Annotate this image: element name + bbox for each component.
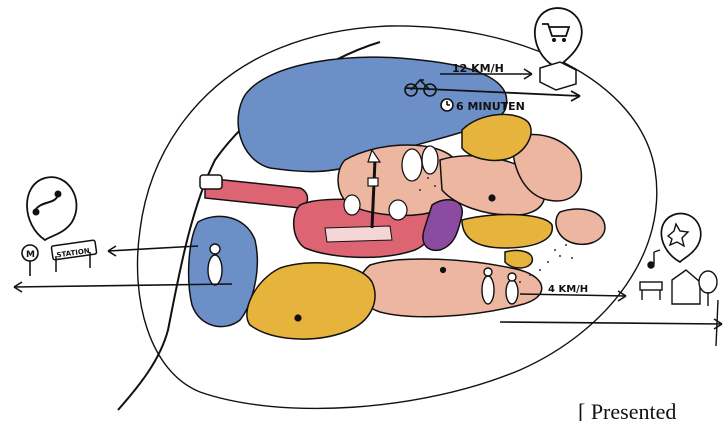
historic-wall (325, 226, 392, 242)
east-route-arrow (500, 322, 722, 324)
block-ochre-middle (462, 215, 552, 248)
train-car (200, 175, 222, 189)
pedestrian-icon (208, 244, 222, 285)
metro-icon (22, 177, 77, 276)
caption-text: [ Presented (578, 399, 676, 421)
bike-speed-label: 12 KM/H (452, 62, 504, 75)
bike-time-label: 6 MINUTEN (456, 100, 525, 113)
block-east-3 (556, 209, 605, 244)
music-note-icon (648, 250, 660, 268)
tree-icon (672, 270, 717, 306)
block-ochre-south (247, 263, 375, 339)
bench-icon (640, 282, 662, 300)
star-burst-icon (661, 214, 700, 262)
walk-speed-label: 4 KM/H (548, 284, 588, 295)
metro-letter: M (26, 250, 35, 260)
block-ochre-small (505, 250, 532, 268)
clock-icon (441, 99, 453, 111)
shopping-cart-icon (535, 8, 582, 90)
